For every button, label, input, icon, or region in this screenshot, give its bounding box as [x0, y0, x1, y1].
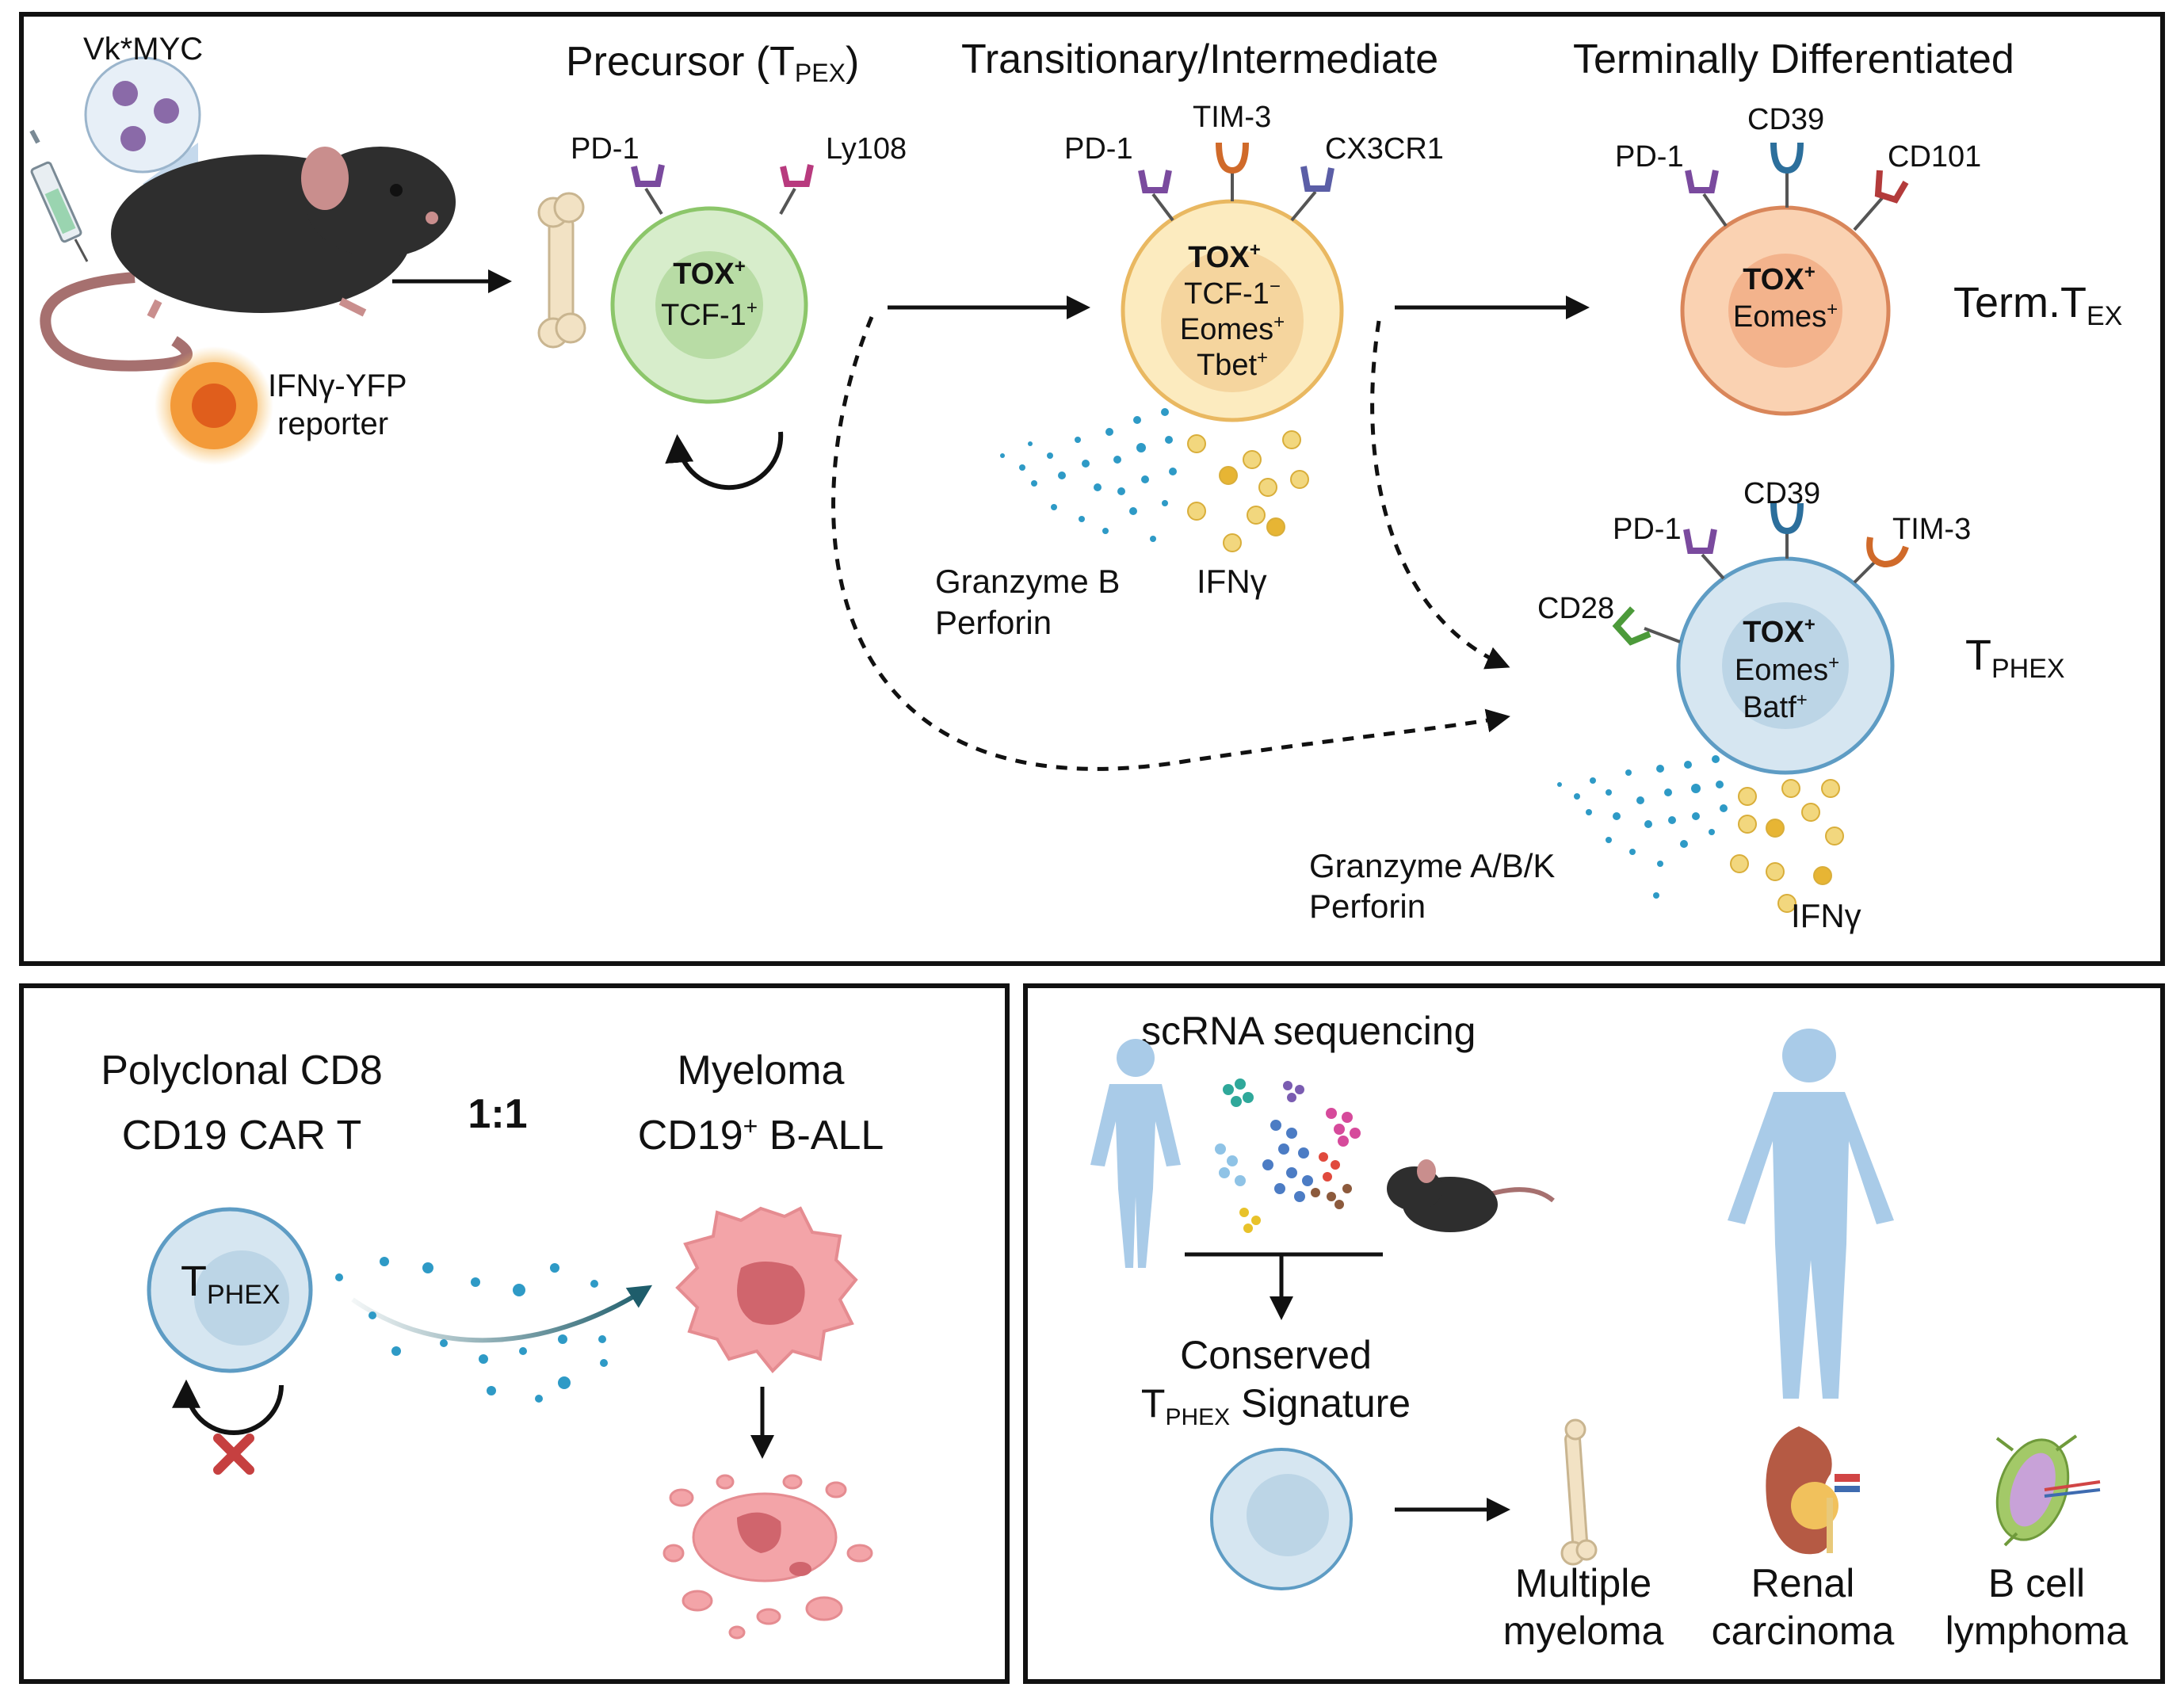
- tissue-2-line-2: carcinoma: [1712, 1609, 1895, 1653]
- top-panel-frame: [19, 12, 2165, 966]
- granzyme-dots-transitional: [1000, 408, 1177, 542]
- cd19-ball-title: CD19+ B-ALL: [638, 1112, 884, 1159]
- ifng-label-transitional: IFNγ: [1197, 563, 1267, 600]
- human-icon-small: [1090, 1039, 1181, 1268]
- ifng-dots-transitional: [1187, 430, 1309, 552]
- ifng-label-tphex: IFNγ: [1791, 897, 1861, 934]
- ifng-dots-tphex: [1730, 779, 1844, 913]
- tim3-label-tphex: TIM-3: [1892, 513, 1971, 546]
- tphex-signature-label: TPHEX Signature: [1141, 1381, 1411, 1430]
- cd101-label-terminal: CD101: [1888, 140, 1981, 174]
- lymph-node-icon: [1995, 1434, 2101, 1547]
- pd1-label-precursor: PD-1: [571, 132, 640, 166]
- transitional-cell: [1121, 199, 1344, 422]
- myeloma-cell-icon: [675, 1206, 858, 1373]
- tissue-1-line-1: Multiple: [1515, 1561, 1651, 1605]
- tim3-receptor-tphex: [1853, 536, 1909, 584]
- tumor-cells-bubble: [84, 56, 201, 238]
- cluster-plot-icon: [1215, 1078, 1361, 1233]
- polyclonal-cd8-title: Polyclonal CD8: [101, 1048, 383, 1094]
- terminal-eomes: Eomes+: [1733, 299, 1838, 334]
- dashed-arrow-precursor-to-tphex: [831, 316, 1510, 771]
- ratio-label: 1:1: [468, 1091, 527, 1137]
- pd1-receptor-precursor: [631, 164, 665, 216]
- terminal-cell: [1680, 205, 1891, 416]
- mouse-icon-small: [1387, 1159, 1555, 1232]
- reporter-label-1: IFNγ-YFP: [268, 368, 407, 403]
- precursor-tox: TOX+: [673, 256, 745, 291]
- tphex-cell: [1676, 556, 1895, 775]
- syringe-icon: [29, 129, 89, 262]
- bottom-right-panel-frame: [1023, 983, 2165, 1684]
- term-tex-label: Term.TEX: [1953, 279, 2122, 331]
- reporter-label-2: reporter: [277, 407, 388, 441]
- granzyme-dots-bottom: [335, 1257, 608, 1403]
- tissue-3-line-2: lymphoma: [1945, 1609, 2129, 1653]
- tphex-cell-bottom-label: TPHEX: [181, 1258, 281, 1310]
- reporter-cell-icon: [155, 346, 273, 465]
- cd39-receptor-terminal: [1770, 142, 1804, 208]
- tissue-1-line-2: myeloma: [1503, 1609, 1664, 1653]
- precursor-title: Precursor (TPEX): [566, 39, 859, 87]
- human-icon-large: [1728, 1029, 1894, 1399]
- ly108-label-precursor: Ly108: [826, 132, 907, 166]
- bottom-left-panel-frame: [19, 983, 1010, 1684]
- tphex-batf: Batf+: [1743, 689, 1808, 724]
- killing-arrow: [351, 1285, 653, 1343]
- precursor-cell: [610, 206, 808, 404]
- transitional-eomes: Eomes+: [1180, 311, 1285, 346]
- tphex-cell-bottom: [147, 1207, 313, 1373]
- signature-cell-icon: [1210, 1448, 1353, 1590]
- blocked-self-renewal-arrow: [172, 1379, 284, 1435]
- kidney-icon: [1766, 1426, 1860, 1555]
- dashed-arrow-transitional-to-tphex: [1370, 320, 1510, 670]
- cx3cr1-receptor-transitional: [1290, 166, 1334, 222]
- vk-myc-label: Vk*MYC: [83, 32, 203, 67]
- tphex-eomes: Eomes+: [1735, 652, 1839, 687]
- granzyme-dots-tphex: [1557, 755, 1728, 899]
- ly108-receptor-precursor: [779, 164, 814, 215]
- tphex-tox: TOX+: [1743, 614, 1815, 649]
- cd39-label-terminal: CD39: [1747, 103, 1824, 136]
- pd1-label-tphex: PD-1: [1613, 513, 1682, 546]
- pd1-label-transitional: PD-1: [1064, 132, 1133, 166]
- cx3cr1-label-transitional: CX3CR1: [1325, 132, 1444, 166]
- cd28-label-tphex: CD28: [1537, 592, 1614, 625]
- tphex-side-label: TPHEX: [1965, 632, 2065, 684]
- pd1-label-terminal: PD-1: [1615, 140, 1684, 174]
- granzyme-label-tphex-1: Granzyme A/B/K: [1309, 847, 1555, 884]
- transitional-tox: TOX+: [1188, 239, 1260, 274]
- tissue-3-line-1: B cell: [1988, 1561, 2085, 1605]
- precursor-tcf1: TCF-1+: [661, 297, 758, 332]
- terminal-title: Terminally Differentiated: [1573, 36, 2014, 82]
- bone-icon: [537, 192, 586, 349]
- inhibit-x-icon: [213, 1433, 254, 1475]
- terminal-tox: TOX+: [1743, 262, 1815, 296]
- mouse-icon: [40, 147, 456, 372]
- bone-icon-small: [1560, 1418, 1598, 1566]
- granzyme-label-transitional-2: Perforin: [935, 604, 1052, 641]
- dead-tumor-cell-icon: [662, 1474, 873, 1640]
- cd101-receptor-terminal: [1853, 170, 1909, 231]
- transitional-title: Transitionary/Intermediate: [961, 36, 1438, 82]
- self-renewal-arrow: [665, 431, 784, 491]
- pd1-receptor-transitional: [1138, 170, 1174, 222]
- tim3-label-transitional: TIM-3: [1193, 101, 1271, 134]
- conserved-label: Conserved: [1180, 1333, 1372, 1377]
- tissue-2-line-1: Renal: [1751, 1561, 1855, 1605]
- cd39-receptor-tphex: [1770, 502, 1804, 559]
- cd19-car-t-title: CD19 CAR T: [122, 1113, 361, 1159]
- cd39-label-tphex: CD39: [1743, 477, 1820, 510]
- cd28-receptor-tphex: [1612, 606, 1681, 646]
- tim3-receptor-transitional: [1216, 142, 1249, 201]
- scrna-title: scRNA sequencing: [1141, 1009, 1476, 1053]
- transitional-tcf1: TCF-1−: [1184, 276, 1281, 311]
- myeloma-title: Myeloma: [678, 1048, 845, 1094]
- transitional-tbet: Tbet+: [1197, 347, 1268, 382]
- pd1-receptor-terminal: [1685, 170, 1728, 227]
- granzyme-label-tphex-2: Perforin: [1309, 888, 1426, 925]
- granzyme-label-transitional-1: Granzyme B: [935, 563, 1120, 600]
- pd1-receptor-tphex: [1683, 529, 1725, 580]
